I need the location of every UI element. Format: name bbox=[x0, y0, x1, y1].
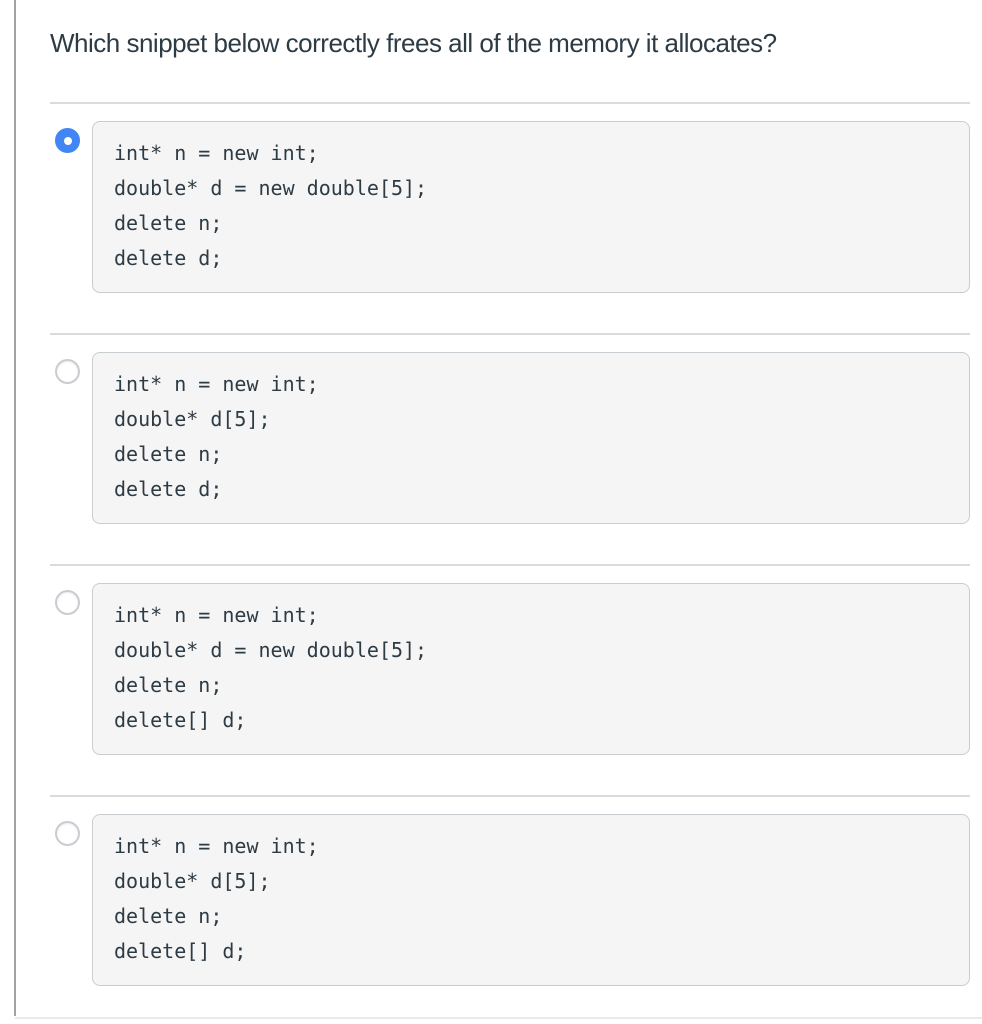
answer-option-1: int* n = new int; double* d = new double… bbox=[50, 102, 970, 333]
radio-button-option-1[interactable] bbox=[55, 128, 80, 153]
answer-option-3: int* n = new int; double* d = new double… bbox=[50, 564, 970, 795]
radio-button-option-2[interactable] bbox=[55, 359, 80, 384]
code-snippet-box-1[interactable]: int* n = new int; double* d = new double… bbox=[92, 121, 970, 293]
panel-left-border bbox=[14, 0, 16, 1016]
code-snippet-box-4[interactable]: int* n = new int; double* d[5]; delete n… bbox=[92, 814, 970, 986]
code-text-1: int* n = new int; double* d = new double… bbox=[114, 141, 428, 270]
panel-bottom-border bbox=[15, 1017, 982, 1019]
radio-selected-dot bbox=[63, 136, 72, 145]
answer-option-2: int* n = new int; double* d[5]; delete n… bbox=[50, 333, 970, 564]
quiz-question-panel: Which snippet below correctly frees all … bbox=[50, 0, 970, 1024]
code-text-2: int* n = new int; double* d[5]; delete n… bbox=[114, 372, 319, 501]
answer-option-4: int* n = new int; double* d[5]; delete n… bbox=[50, 795, 970, 1024]
radio-button-option-4[interactable] bbox=[55, 821, 80, 846]
code-snippet-box-2[interactable]: int* n = new int; double* d[5]; delete n… bbox=[92, 352, 970, 524]
code-text-4: int* n = new int; double* d[5]; delete n… bbox=[114, 834, 319, 963]
code-text-3: int* n = new int; double* d = new double… bbox=[114, 603, 428, 732]
code-snippet-box-3[interactable]: int* n = new int; double* d = new double… bbox=[92, 583, 970, 755]
radio-button-option-3[interactable] bbox=[55, 590, 80, 615]
question-text: Which snippet below correctly frees all … bbox=[50, 28, 777, 58]
